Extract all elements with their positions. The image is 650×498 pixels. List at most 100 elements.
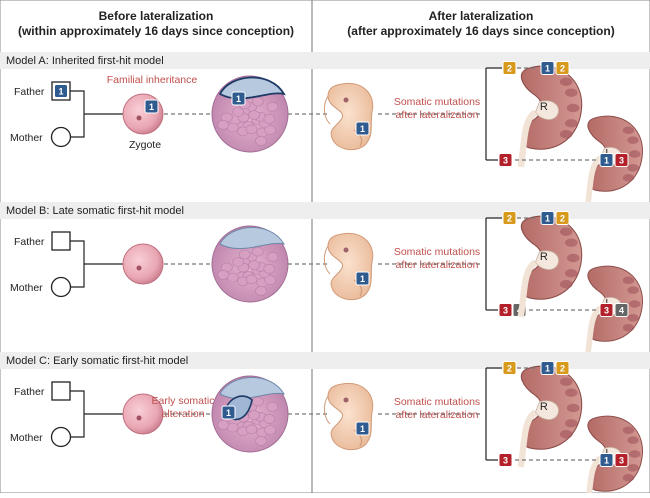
kidney-lobule bbox=[565, 88, 578, 97]
badge-number: 2 bbox=[507, 214, 512, 224]
blastocyst-cell bbox=[217, 419, 229, 430]
left-annotation: Early somatic bbox=[151, 395, 214, 407]
blastocyst-cell bbox=[251, 396, 264, 407]
badge-box bbox=[614, 453, 629, 467]
blastocyst-cell bbox=[232, 257, 244, 267]
badge-2: 2 bbox=[502, 361, 517, 375]
kidney-lobule bbox=[565, 388, 578, 397]
model-title: Model B: Late somatic first-hit model bbox=[6, 205, 184, 217]
badge-box bbox=[502, 211, 517, 225]
badge-box bbox=[599, 453, 614, 467]
badge-1: 1 bbox=[355, 271, 370, 286]
blastocyst-cell bbox=[255, 436, 267, 446]
model-title: Model C: Early somatic first-hit model bbox=[6, 355, 188, 367]
badge-number: 1 bbox=[236, 94, 241, 104]
badge-box bbox=[555, 211, 570, 225]
badge-1: 1 bbox=[355, 421, 370, 436]
model-band bbox=[0, 202, 650, 219]
badge-3: 3 bbox=[614, 453, 629, 467]
badge-box bbox=[614, 303, 629, 317]
model-panel-2: Model B: Late somatic first-hit modelFat… bbox=[0, 202, 650, 358]
embryo-limb bbox=[353, 279, 363, 297]
badge-number: 2 bbox=[560, 364, 565, 374]
badge-1: 1 bbox=[540, 61, 555, 75]
kidney-icon: R bbox=[517, 365, 583, 468]
mother-symbol bbox=[50, 126, 72, 148]
blastocyst-icon bbox=[211, 225, 289, 303]
right-annotation: Somatic mutations bbox=[394, 396, 480, 408]
blastocyst-cell bbox=[251, 96, 264, 107]
mother-label: Mother bbox=[10, 282, 43, 294]
kidney-lobule bbox=[566, 403, 580, 413]
blastocyst-cell bbox=[263, 263, 276, 274]
badge-1: 1 bbox=[231, 91, 246, 106]
zygote-icon bbox=[122, 393, 164, 435]
embryo-eye bbox=[343, 247, 349, 253]
ureter bbox=[585, 455, 603, 498]
blastocyst-cell bbox=[245, 124, 258, 135]
zygote-body bbox=[122, 243, 164, 285]
badge-number: 4 bbox=[619, 306, 624, 316]
badge-box bbox=[144, 99, 159, 114]
blastocyst-cell bbox=[217, 269, 229, 280]
kidney-side-letter: R bbox=[540, 401, 548, 413]
kidney-lobule bbox=[622, 173, 635, 182]
kidney-lobule bbox=[627, 136, 639, 144]
kidney-lobule bbox=[629, 450, 641, 458]
kidney-lobule bbox=[559, 130, 573, 139]
father-symbol bbox=[51, 381, 71, 401]
badge-2: 2 bbox=[502, 61, 517, 75]
badge-number: 2 bbox=[507, 64, 512, 74]
blastocyst-cell bbox=[238, 249, 251, 260]
badge-box bbox=[498, 453, 513, 467]
right-annotation: after lateralization bbox=[396, 259, 479, 271]
badge-number: 1 bbox=[360, 424, 365, 434]
embryo-icon bbox=[323, 382, 374, 451]
kidney-side-letter: R bbox=[540, 101, 548, 113]
model-title: Model A: Inherited first-hit model bbox=[6, 55, 164, 67]
kidney-lobule bbox=[627, 286, 639, 294]
embryo-limb bbox=[353, 129, 363, 147]
badge-number: 3 bbox=[604, 306, 609, 316]
right-annotation: Somatic mutations bbox=[394, 246, 480, 258]
embryo-limb bbox=[323, 245, 331, 275]
mother-label: Mother bbox=[10, 432, 43, 444]
embryo-eye bbox=[343, 97, 349, 103]
badge-box bbox=[54, 84, 68, 98]
badge-3: 3 bbox=[498, 303, 513, 317]
kidney-lobule bbox=[565, 419, 578, 428]
mother-symbol bbox=[50, 426, 72, 448]
after-subtitle: (after approximately 16 days since conce… bbox=[347, 24, 614, 38]
badge-number: 1 bbox=[604, 456, 609, 466]
badge-number: 3 bbox=[619, 456, 624, 466]
badge-number: 1 bbox=[58, 87, 63, 97]
badge-number: 2 bbox=[560, 214, 565, 224]
kidney-lobule bbox=[566, 103, 580, 113]
badge-number: 3 bbox=[619, 156, 624, 166]
pedigree-line bbox=[70, 390, 85, 438]
embryo-limb bbox=[323, 395, 331, 425]
badge-number: 2 bbox=[560, 64, 565, 74]
badge-box bbox=[231, 91, 246, 106]
blastocyst-cell bbox=[255, 286, 267, 296]
badge-box bbox=[599, 303, 614, 317]
embryo-icon bbox=[323, 232, 374, 301]
kidney-lobule bbox=[559, 280, 573, 289]
blastocyst-cell bbox=[266, 102, 279, 112]
blastocyst-cell bbox=[266, 401, 279, 412]
zygote-label: Zygote bbox=[129, 139, 161, 151]
blastocyst-cell bbox=[266, 251, 279, 262]
badge-1: 1 bbox=[540, 211, 555, 225]
right-annotation: after lateralization bbox=[396, 409, 479, 421]
kidney-lobule bbox=[627, 436, 639, 444]
ureter bbox=[584, 155, 603, 208]
badge-box bbox=[540, 61, 555, 75]
kidney-lobule bbox=[622, 323, 635, 332]
after-title: After lateralization bbox=[429, 9, 534, 23]
badge-1: 1 bbox=[144, 99, 159, 114]
badge-3: 3 bbox=[498, 153, 513, 167]
badge-2: 2 bbox=[555, 361, 570, 375]
left-annotation: Familial inheritance bbox=[107, 74, 198, 86]
blastocyst-cell bbox=[264, 425, 276, 435]
